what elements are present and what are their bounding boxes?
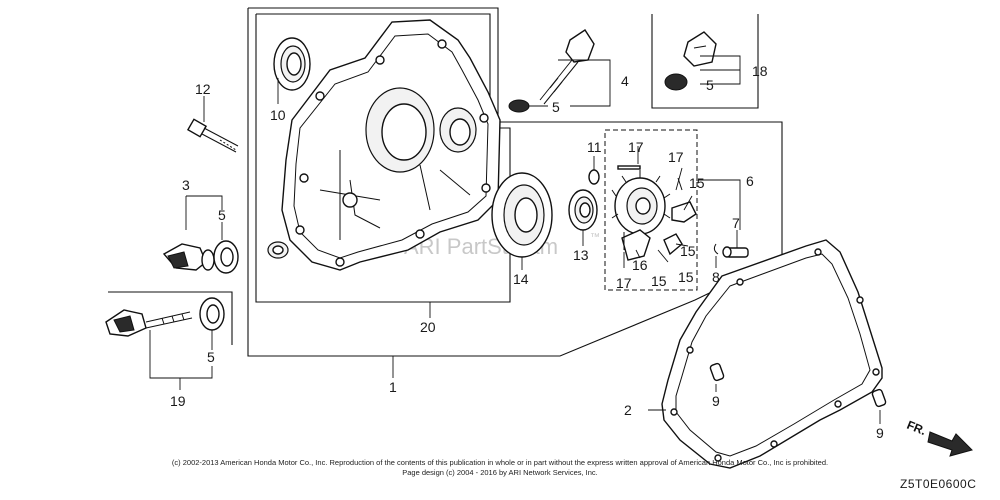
callout-5-cap-18: 5 [706, 77, 714, 93]
callout-8: 8 [712, 269, 720, 285]
watermark-tm: ™ [590, 232, 600, 243]
callout-10: 10 [270, 107, 286, 123]
oil-filler-cap-18 [664, 31, 717, 91]
pin-17-top [617, 165, 641, 170]
gasket-2 [661, 239, 883, 469]
callout-11: 11 [587, 139, 602, 155]
callout-20: 20 [420, 319, 436, 335]
callout-15-mid: 15 [680, 243, 696, 259]
callout-9-left: 9 [712, 393, 720, 409]
bearing-13 [568, 189, 598, 231]
oil-seal-10 [273, 37, 311, 91]
callout-6: 6 [746, 173, 754, 189]
callout-19: 19 [170, 393, 186, 409]
callout-2: 2 [624, 402, 632, 418]
callout-15-top: 15 [689, 175, 705, 191]
governor-holder-16 [621, 229, 651, 261]
washer-15 [663, 233, 683, 256]
front-direction-label: FR. [905, 418, 928, 438]
dowel-pin-9-right [871, 388, 887, 408]
callout-14: 14 [513, 271, 529, 287]
callout-9-right: 9 [876, 425, 884, 441]
callout-17-bottom: 17 [616, 275, 632, 291]
shaft-7 [722, 246, 749, 258]
callout-5-cap-3: 5 [218, 207, 226, 223]
footer: (c) 2002-2013 American Honda Motor Co., … [172, 458, 976, 491]
bearing-14 [491, 172, 553, 258]
o-ring-5-dipstick [199, 297, 225, 331]
dowel-pin-9-left [709, 362, 725, 382]
flange-bolt-12 [186, 118, 239, 153]
callout-13: 13 [573, 247, 589, 263]
callout-16: 16 [632, 257, 648, 273]
callouts: 12 10 4 5 18 5 11 13 14 3 5 5 19 20 1 17… [170, 63, 884, 441]
oil-gauge-4 [508, 29, 595, 113]
callout-7: 7 [732, 215, 740, 231]
governor-assembly-6 [611, 165, 697, 261]
callout-5-dipstick: 5 [207, 349, 215, 365]
dipstick-19 [105, 309, 193, 337]
callout-17-mid: 17 [668, 149, 684, 165]
clip-8 [713, 243, 719, 255]
page-design-line: Page design (c) 2004 - 2016 by ARI Netwo… [402, 468, 598, 477]
diagram-code: Z5T0E0600C [900, 477, 976, 491]
governor-arm-15 [671, 201, 697, 223]
callout-17-top: 17 [628, 139, 644, 155]
callout-18: 18 [752, 63, 768, 79]
callout-1: 1 [389, 379, 397, 395]
callout-5-oil-gauge: 5 [552, 99, 560, 115]
copyright-line: (c) 2002-2013 American Honda Motor Co., … [172, 458, 828, 467]
oil-filler-cap-3 [162, 243, 215, 271]
callout-4: 4 [621, 73, 629, 89]
leader-lines [149, 55, 881, 424]
front-direction-arrow: FR. [905, 418, 973, 457]
crankcase-cover [267, 19, 501, 271]
callout-12: 12 [195, 81, 211, 97]
o-ring-5-left [213, 240, 239, 274]
callout-15-bottom: 15 [678, 269, 694, 285]
dowel-pin-11 [588, 169, 600, 185]
callout-15-lower: 15 [651, 273, 667, 289]
callout-3: 3 [182, 177, 190, 193]
